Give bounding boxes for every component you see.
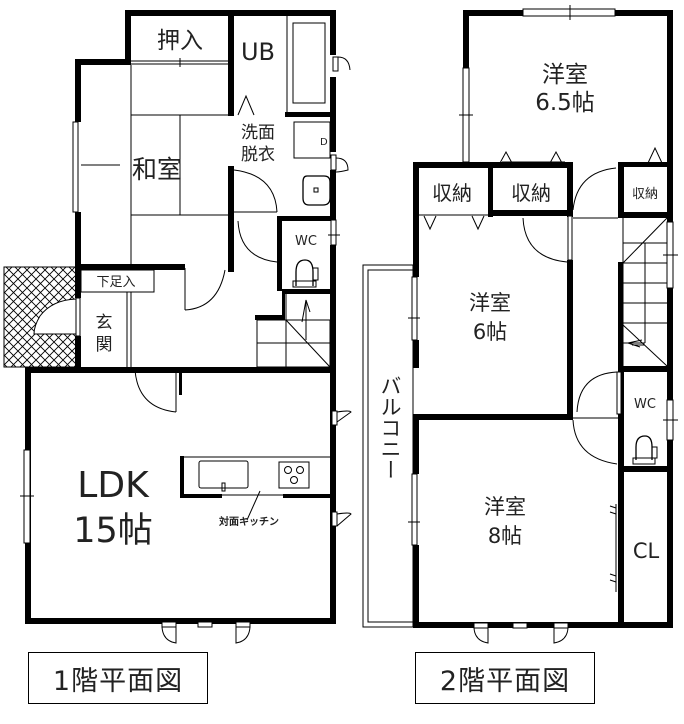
kitchen-counter (180, 456, 330, 521)
stairs-floor2 (622, 217, 678, 367)
room-label-genkan-2: 関 (96, 335, 113, 355)
floor1-walls (25, 10, 336, 624)
room-label-shitabakoire: 下足入 (96, 275, 135, 290)
storage-details (419, 214, 488, 231)
ldk-details (20, 367, 352, 644)
closet-doors (609, 504, 617, 592)
unit-bath (286, 16, 351, 112)
room-label-senmen-2: 脱衣 (241, 145, 275, 165)
annotation-kitchen: 対面キッチン (218, 515, 279, 528)
room-label-wc-1f: WC (295, 234, 317, 249)
room-label-genkan-1: 玄 (96, 313, 113, 333)
hall-doors-floor2 (522, 167, 622, 465)
balcony (362, 264, 420, 628)
senmen-fixtures: D (233, 94, 349, 263)
room-label-youshitsu-6-1: 洋室 (469, 291, 511, 315)
room-label-shuunou-2: 収納 (511, 181, 551, 205)
wc-floor2 (632, 399, 678, 465)
room-label-senmen-1: 洗面 (241, 123, 275, 143)
floor2-title: 2階平面図 (415, 652, 595, 704)
oshiire (131, 58, 228, 67)
room-label-oshiire: 押入 (157, 28, 203, 54)
room-label-wc-2f: WC (634, 397, 656, 412)
room-label-closet: CL (633, 539, 660, 563)
room-label-youshitsu-6-5-1: 洋室 (542, 62, 588, 88)
room-label-youshitsu-8-2: 8帖 (488, 524, 522, 548)
floor2-labels: 洋室 6.5帖 収納 収納 収納 洋室 6帖 WC 洋室 8帖 CL バルコニー (378, 62, 659, 563)
room-6-5-details (459, 5, 663, 164)
floor1-title: 1階平面図 (28, 652, 208, 704)
porch-hatch (3, 266, 77, 368)
room-label-shuunou-1: 収納 (432, 181, 472, 205)
room-label-ldk-2: 15帖 (73, 511, 153, 551)
floor2-bottom-openings (473, 622, 569, 644)
room-label-shuunou-3: 収納 (632, 187, 658, 202)
room-label-balcony: バルコニー (378, 375, 402, 480)
room-label-youshitsu-6-2: 6帖 (473, 320, 507, 344)
room-label-unit-bath: UB (241, 38, 275, 66)
room-label-youshitsu-8-1: 洋室 (484, 495, 526, 519)
room-label-washitsu: 和室 (132, 155, 182, 184)
wc-floor1 (292, 219, 340, 288)
svg-text:D: D (320, 137, 328, 148)
stairs-floor1 (256, 294, 331, 368)
room-label-ldk-1: LDK (77, 465, 150, 506)
floor1-labels: 押入 UB 和室 洗面 脱衣 WC 下足入 玄 関 LDK 15帖 対面キッチン (73, 28, 317, 551)
floor2-walls (413, 10, 673, 628)
floor2-plan (362, 5, 678, 644)
floor1-plan: D (3, 10, 352, 644)
genkan-details (75, 268, 226, 367)
room-label-youshitsu-6-5-2: 6.5帖 (535, 90, 595, 116)
washitsu-tatami (72, 65, 228, 264)
